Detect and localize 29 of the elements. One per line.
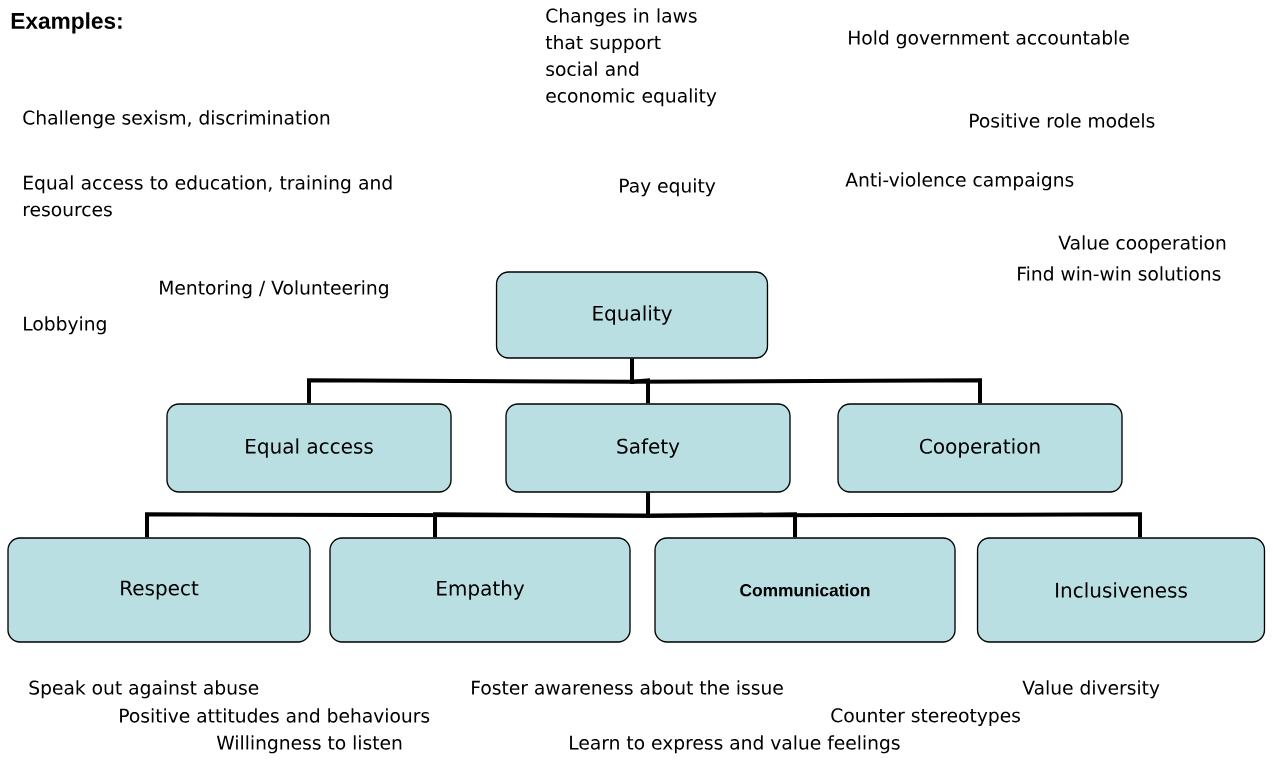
example-text: Anti-violence campaigns bbox=[845, 172, 1074, 191]
concept-box: Communication bbox=[654, 537, 956, 643]
heading: Examples: bbox=[11, 12, 122, 34]
concept-box: Equality bbox=[495, 271, 769, 359]
example-text: Willingness to listen bbox=[216, 735, 402, 754]
example-text: Positive role models bbox=[970, 113, 1155, 128]
connector-line bbox=[630, 358, 982, 404]
example-text: Equal access to education, training and resources bbox=[23, 175, 392, 217]
example-text: Value diversity bbox=[1022, 680, 1160, 699]
concept-box: Respect bbox=[7, 537, 311, 643]
example-text: Challenge sexism, discrimination bbox=[23, 110, 330, 129]
example-text: Positive attitudes and behaviours bbox=[120, 708, 430, 723]
example-text: Foster awareness about the issue bbox=[472, 680, 783, 695]
example-text: Find win-win solutions bbox=[1018, 266, 1221, 281]
example-text: Changes in laws that support social and economic equality bbox=[545, 8, 717, 107]
concept-box: Cooperation bbox=[837, 403, 1123, 493]
concept-box: Safety bbox=[505, 403, 791, 493]
example-text: Mentoring / Volunteering bbox=[160, 280, 388, 299]
concept-box: Equal access bbox=[166, 403, 452, 493]
example-text: Counter stereotypes bbox=[831, 708, 1020, 726]
example-text: Learn to express and value feelings bbox=[570, 735, 900, 754]
example-text: Hold government accountable bbox=[849, 30, 1129, 49]
concept-box: Inclusiveness bbox=[976, 537, 1266, 643]
concept-box: Empathy bbox=[329, 537, 631, 643]
example-text: Pay equity bbox=[620, 178, 716, 197]
example-text: Lobbying bbox=[24, 316, 106, 335]
example-text: Speak out against abuse bbox=[29, 680, 259, 699]
connector-line bbox=[646, 492, 1142, 538]
example-text: Value cooperation bbox=[1058, 235, 1226, 254]
